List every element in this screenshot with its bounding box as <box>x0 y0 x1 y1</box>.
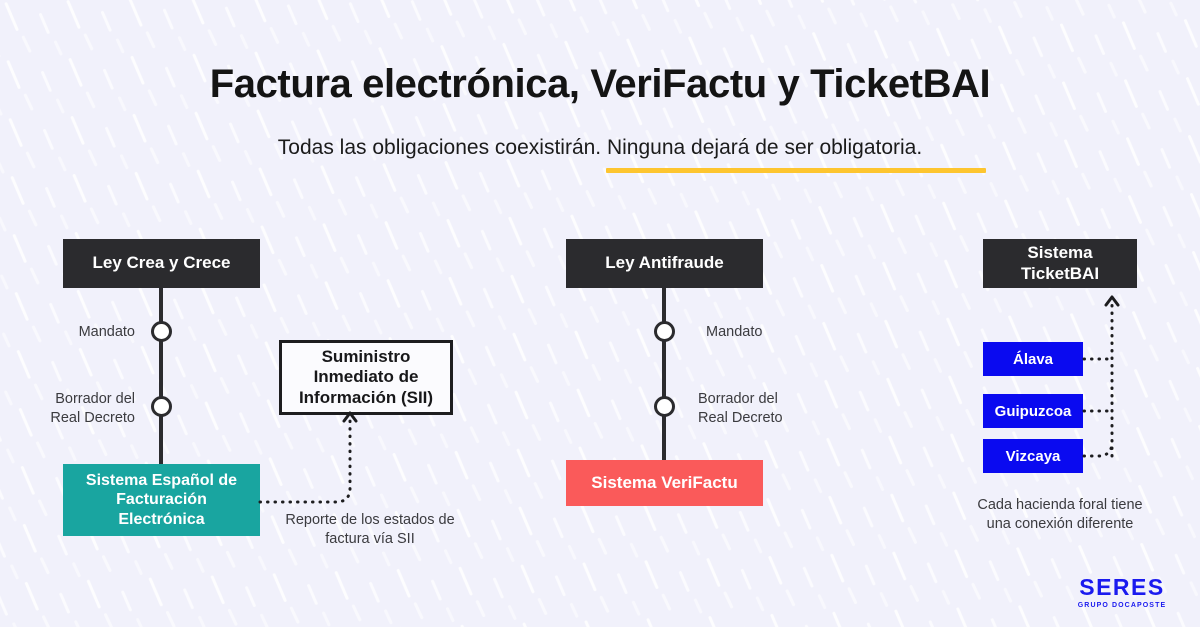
page-title: Factura electrónica, VeriFactu y TicketB… <box>209 62 991 106</box>
connector-ticketbai-dotted <box>1082 295 1120 458</box>
header-box-antifraude: Ley Antifraude <box>566 239 763 288</box>
header-box-ticketbai: Sistema TicketBAI <box>983 239 1137 288</box>
timeline-line-crea-y-crece <box>159 288 163 466</box>
timeline-node-antifraude-borrador <box>654 396 675 417</box>
seres-logo-name: SERES <box>1079 574 1165 600</box>
caption-reporte-sii: Reporte de los estados de factura vía SI… <box>285 512 455 548</box>
terminal-box-sistema-espanol-facturacion: Sistema Español de Facturación Electróni… <box>63 464 260 536</box>
timeline-line-antifraude <box>662 288 666 462</box>
province-box-vizcaya: Vizcaya <box>983 439 1083 473</box>
timeline-label-crea-borrador: Borrador del Real Decreto <box>50 391 135 426</box>
timeline-label-crea-mandato: Mandato <box>78 324 135 340</box>
timeline-label-antifraude-mandato: Mandato <box>706 324 763 340</box>
terminal-box-sistema-verifactu: Sistema VeriFactu <box>566 460 763 506</box>
timeline-node-crea-mandato <box>151 321 172 342</box>
timeline-label-antifraude-borrador: Borrador del Real Decreto <box>698 391 783 426</box>
timeline-node-antifraude-mandato <box>654 321 675 342</box>
seres-logo-tagline: GRUPO DOCAPOSTE <box>1077 602 1167 609</box>
province-box-alava: Álava <box>983 342 1083 376</box>
caption-hacienda-foral: Cada hacienda foral tiene una conexión d… <box>977 497 1143 533</box>
province-box-guipuzcoa: Guipuzcoa <box>983 394 1083 428</box>
subtitle-highlight-underline <box>606 168 986 173</box>
page-subtitle: Todas las obligaciones coexistirán. Ning… <box>277 136 923 159</box>
timeline-node-crea-borrador <box>151 396 172 417</box>
seres-logo: SERES GRUPO DOCAPOSTE <box>1062 574 1182 610</box>
header-box-crea-y-crece: Ley Crea y Crece <box>63 239 260 288</box>
side-box-sii: Suministro Inmediato de Información (SII… <box>279 340 453 415</box>
